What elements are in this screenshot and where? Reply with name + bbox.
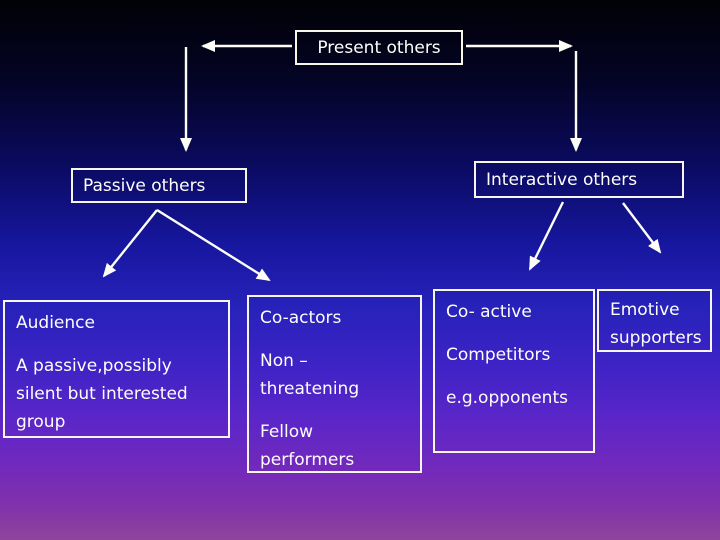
node-co-active-example: e.g.opponents [446,388,568,408]
node-co-active: Co- active Competitors e.g.opponents [433,289,595,453]
arrow-passive-to-audience [102,209,158,278]
node-interactive-others: Interactive others [474,161,684,198]
arrow-passive-to-coactors [156,208,271,282]
node-co-actors-title: Co-actors [260,308,342,328]
node-co-active-trait: Competitors [446,345,551,365]
node-passive-others: Passive others [71,168,247,203]
node-co-active-title: Co- active [446,302,532,322]
node-audience-title: Audience [16,313,95,333]
node-passive-others-label: Passive others [83,175,206,196]
arrow-interactive-to-emotive [622,202,662,254]
node-present-others-label: Present others [317,37,441,58]
node-interactive-others-label: Interactive others [486,169,638,190]
node-present-others: Present others [295,30,463,65]
node-co-actors-trait: Non –threatening [260,351,360,399]
arrow-interactive-to-coactive [528,201,565,271]
